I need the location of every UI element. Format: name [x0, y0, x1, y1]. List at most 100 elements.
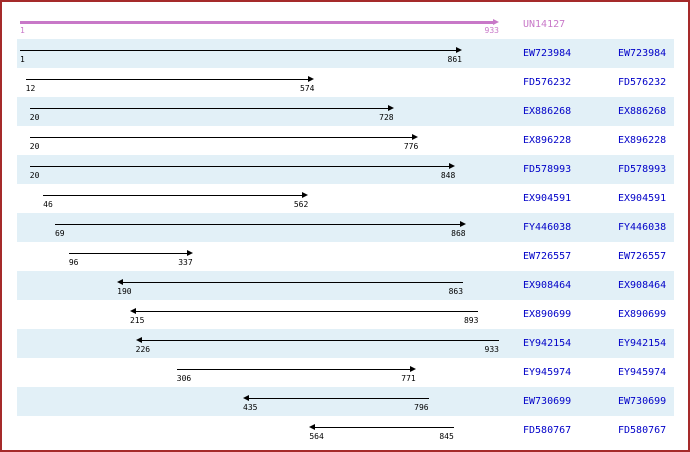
hit-sequence-id-description[interactable]: FD578993 [618, 164, 667, 175]
arrowhead-right-icon [455, 47, 462, 53]
hit-sequence-id-description[interactable]: FD576232 [618, 77, 667, 88]
alignment-start-position: 226 [135, 345, 151, 354]
hit-track-row: 564 845 [2, 416, 688, 445]
arrowhead-right-icon [449, 163, 456, 169]
row-shading [17, 271, 674, 300]
alignment-end-position: 771 [401, 374, 416, 383]
hit-sequence-id-link[interactable]: EX904591 [523, 193, 572, 204]
hit-sequence-id-link[interactable]: EX890699 [523, 309, 572, 320]
alignment-end-position: 861 [447, 55, 462, 64]
arrowhead-right-icon [308, 76, 315, 82]
alignment-start-position: 20 [29, 142, 40, 151]
alignment-end-position: 893 [463, 316, 479, 325]
alignment-line[interactable] [140, 340, 499, 341]
alignment-line[interactable] [43, 195, 304, 196]
hit-sequence-id-description[interactable]: FD580767 [618, 425, 667, 436]
arrowhead-left-icon [309, 424, 316, 430]
hit-sequence-id-link[interactable]: FD576232 [523, 77, 572, 88]
row-shading [17, 97, 674, 126]
hit-sequence-id-description[interactable]: EY945974 [618, 367, 667, 378]
alignment-line[interactable] [25, 79, 310, 80]
hit-track-row: 215 893 [2, 300, 688, 329]
arrowhead-left-icon [243, 395, 250, 401]
alignment-start-position: 96 [68, 258, 79, 267]
hit-sequence-id-link[interactable]: FD580767 [523, 425, 572, 436]
hit-sequence-id-description[interactable]: EW726557 [618, 251, 667, 262]
hit-sequence-id-description[interactable]: EX886268 [618, 106, 667, 117]
row-shading [17, 155, 674, 184]
arrowhead-right-icon [412, 134, 419, 140]
hit-sequence-id-description[interactable]: EW723984 [618, 48, 667, 59]
alignment-end-position: 868 [451, 229, 466, 238]
alignment-end-position: 574 [300, 84, 315, 93]
alignment-line[interactable] [68, 253, 188, 254]
hit-track-row: 435 796 [2, 387, 688, 416]
hit-sequence-id-description[interactable]: EY942154 [618, 338, 667, 349]
alignment-line[interactable] [20, 50, 457, 51]
alignment-line[interactable] [176, 369, 411, 370]
hit-sequence-id-link[interactable]: EY945974 [523, 367, 572, 378]
alignment-start-position: 46 [43, 200, 53, 209]
row-shading [17, 387, 674, 416]
alignment-start-position: 215 [129, 316, 145, 325]
alignment-line[interactable] [29, 108, 389, 109]
hit-sequence-id-link[interactable]: EX908464 [523, 280, 572, 291]
alignment-end-position: 848 [440, 171, 456, 180]
hit-sequence-id-link[interactable]: EX896228 [523, 135, 572, 146]
alignment-end-position: 728 [379, 113, 394, 122]
hit-sequence-id-description[interactable]: EW730699 [618, 396, 667, 407]
hit-track-row: 20 848 [2, 155, 688, 184]
hit-sequence-id-link[interactable]: EW730699 [523, 396, 572, 407]
hit-sequence-id-description[interactable]: EX908464 [618, 280, 667, 291]
hit-sequence-id-description[interactable]: EX904591 [618, 193, 667, 204]
alignment-line[interactable] [29, 137, 414, 138]
hit-sequence-id-description[interactable]: EX896228 [618, 135, 667, 146]
alignment-line[interactable] [29, 166, 451, 167]
alignment-start-position: 12 [25, 84, 36, 93]
query-sequence-id: UN14127 [523, 19, 566, 30]
arrowhead-right-icon [186, 250, 193, 256]
alignment-end-position: 337 [178, 258, 193, 267]
query-alignment-line[interactable] [20, 21, 494, 24]
alignment-line[interactable] [134, 311, 479, 312]
hit-sequence-id-description[interactable]: EX890699 [618, 309, 667, 320]
arrowhead-right-icon [409, 366, 416, 372]
hit-track-row: 226 933 [2, 329, 688, 358]
alignment-end-position: 796 [414, 403, 429, 412]
hit-sequence-id-link[interactable]: FD578993 [523, 164, 572, 175]
alignment-start-position: 1 [20, 26, 25, 35]
hit-sequence-id-link[interactable]: EY942154 [523, 338, 572, 349]
hit-track-row: 12 574 [2, 68, 688, 97]
hit-sequence-id-link[interactable]: EX886268 [523, 106, 572, 117]
hit-track-row: 190 863 [2, 271, 688, 300]
alignment-line[interactable] [248, 398, 429, 399]
alignment-line[interactable] [314, 427, 454, 428]
alignment-end-position: 933 [484, 26, 499, 35]
alignment-line[interactable] [122, 282, 463, 283]
alignment-start-position: 20 [29, 171, 40, 180]
alignment-end-position: 845 [439, 432, 454, 441]
row-shading [17, 39, 674, 68]
hit-sequence-id-description[interactable]: FY446038 [618, 222, 667, 233]
arrowhead-right-icon [459, 221, 466, 227]
row-shading [17, 213, 674, 242]
alignment-start-position: 190 [117, 287, 132, 296]
alignment-start-position: 564 [309, 432, 324, 441]
hit-track-row: 306 771 [2, 358, 688, 387]
alignment-end-position: 863 [448, 287, 464, 296]
hit-sequence-id-link[interactable]: FY446038 [523, 222, 572, 233]
arrowhead-left-icon [117, 279, 124, 285]
alignment-start-position: 435 [243, 403, 258, 412]
alignment-end-position: 933 [484, 345, 499, 354]
hit-sequence-id-link[interactable]: EW723984 [523, 48, 572, 59]
alignment-start-position: 306 [176, 374, 192, 383]
hit-sequence-id-link[interactable]: EW726557 [523, 251, 572, 262]
alignment-line[interactable] [54, 224, 461, 225]
alignment-start-position: 1 [20, 55, 25, 64]
